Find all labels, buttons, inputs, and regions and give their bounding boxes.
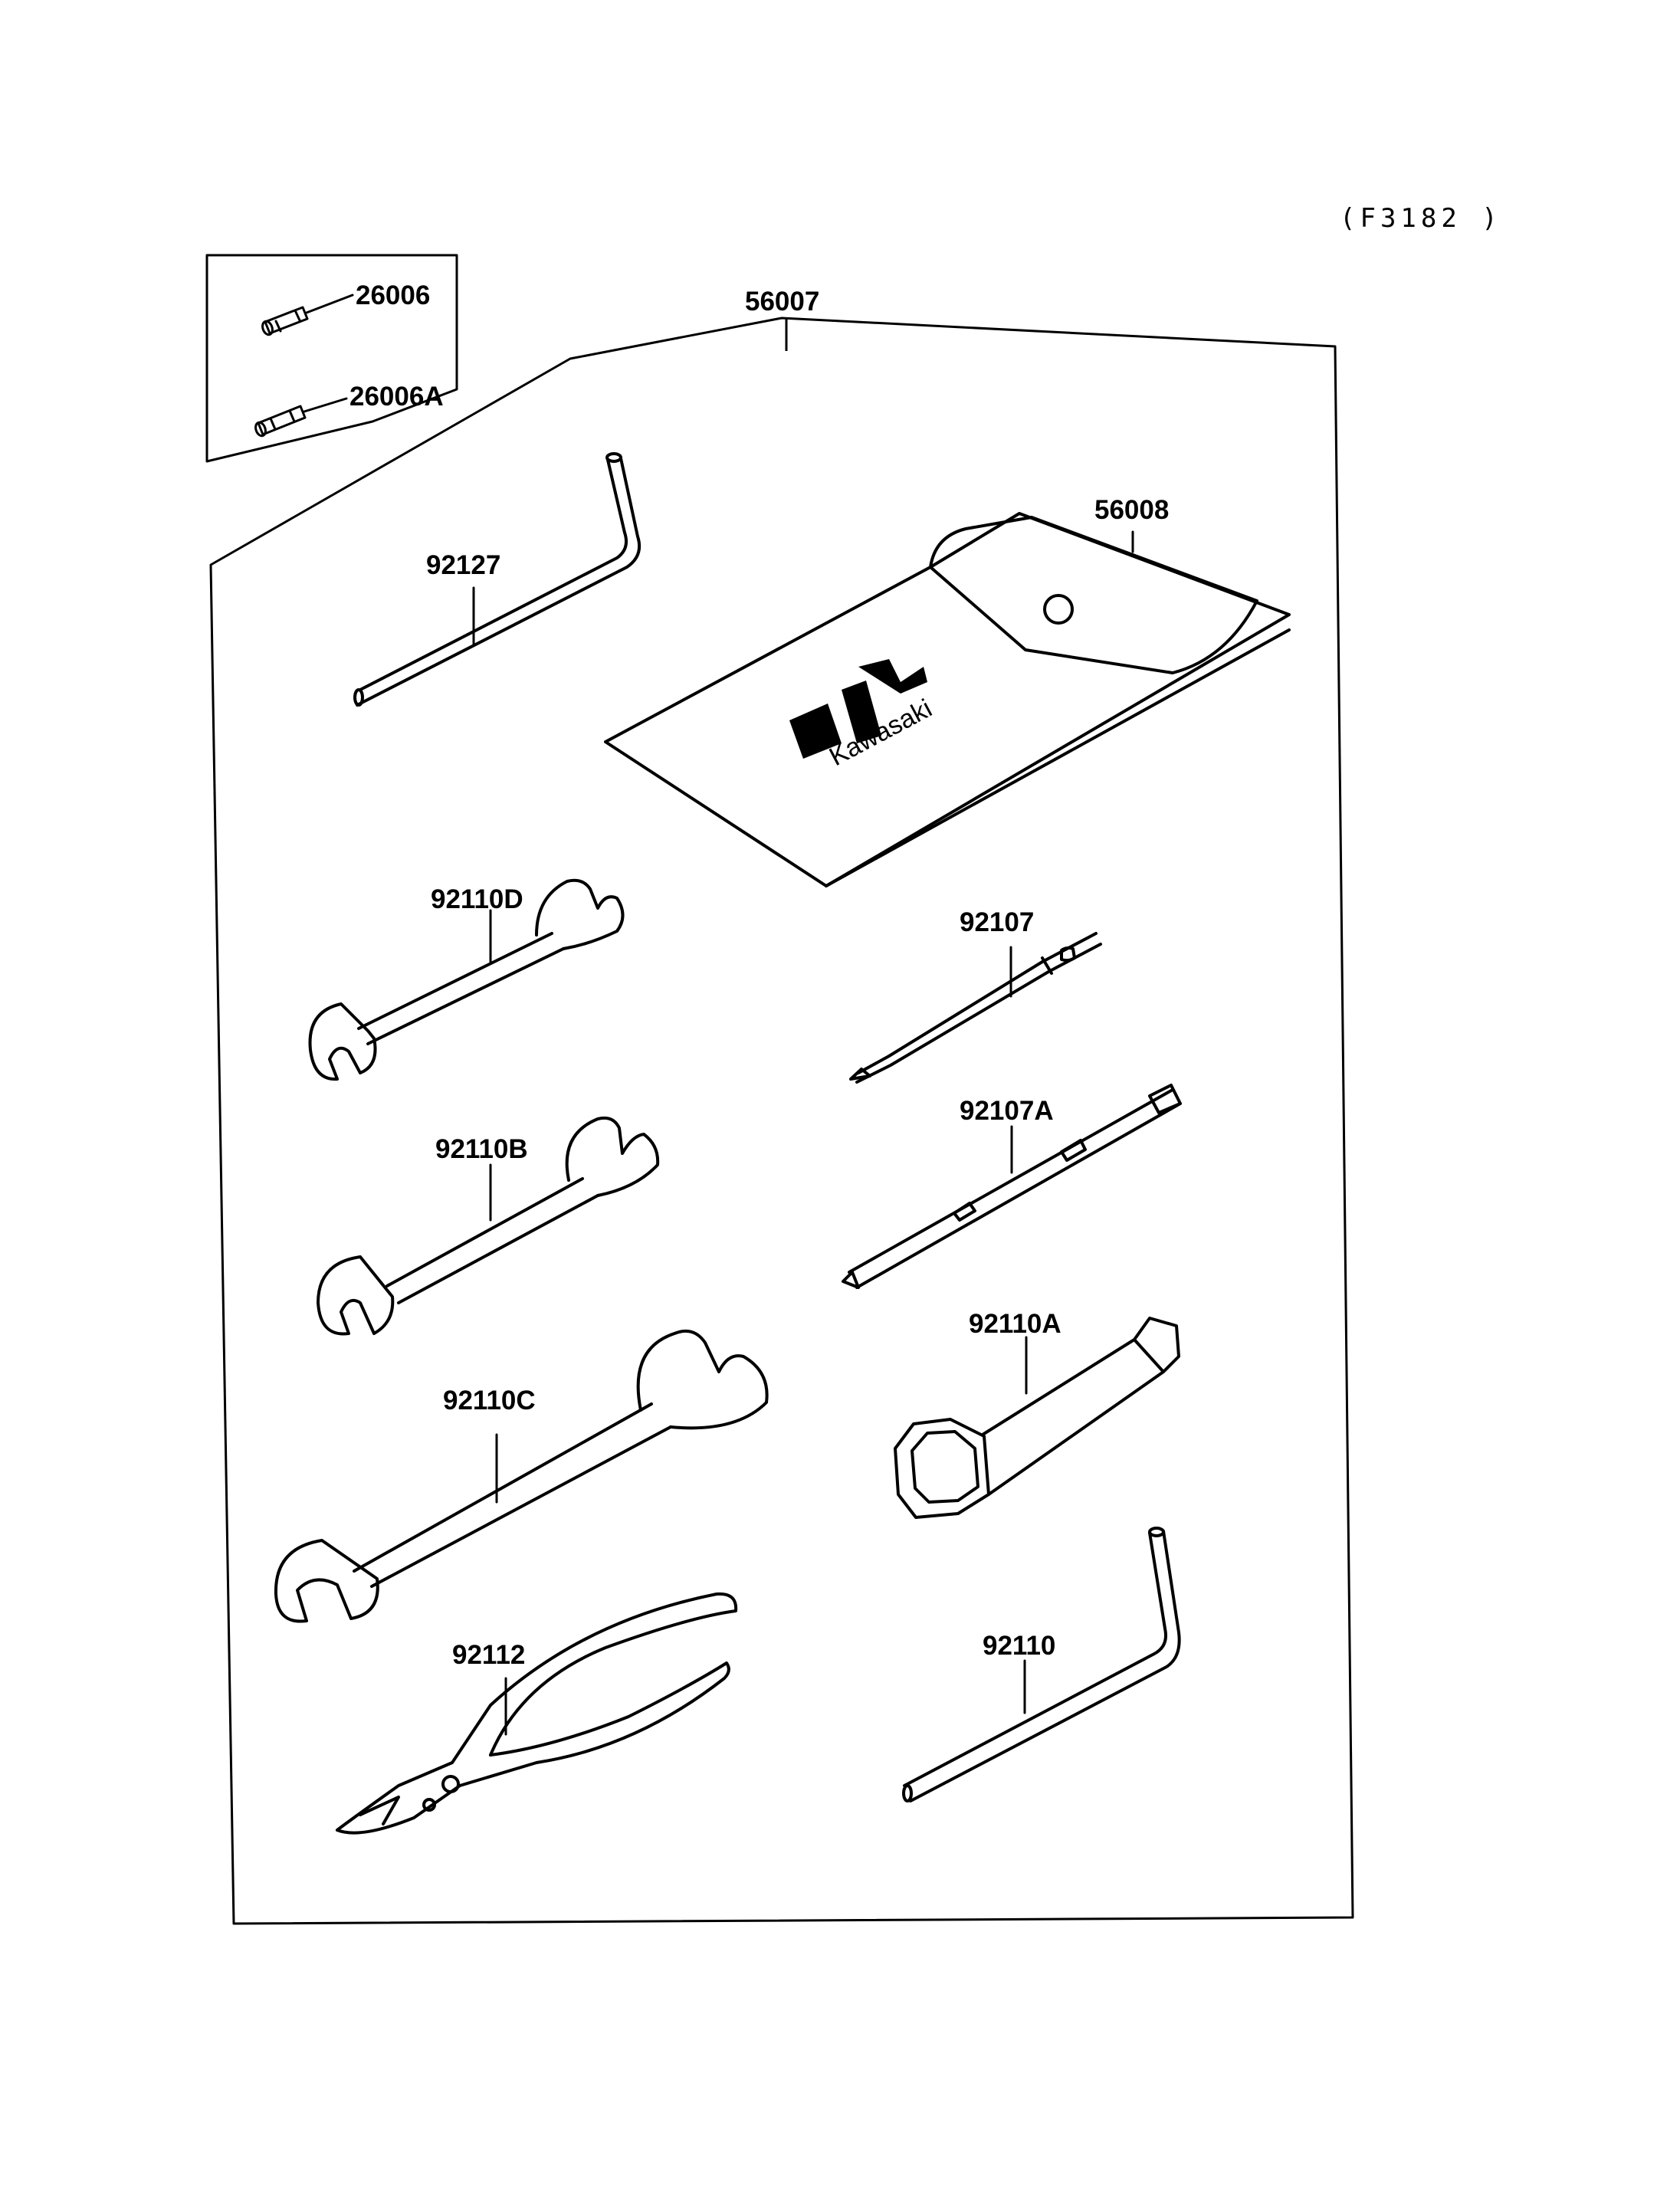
part-label-92107: 92107 (960, 907, 1035, 937)
part-label-56007: 56007 (745, 287, 820, 317)
wrench-92110c-icon (274, 1330, 769, 1623)
screwdriver-92107-icon (849, 932, 1102, 1084)
part-label-92110A: 92110A (969, 1309, 1061, 1339)
pin-26006A-icon (254, 397, 348, 438)
part-label-92110C: 92110C (443, 1386, 536, 1415)
tool-kit-outline (209, 317, 1354, 1925)
pins-inset-box (205, 254, 458, 463)
part-label-26006: 26006 (356, 280, 431, 310)
screwdriver-92107a-icon (842, 1084, 1182, 1289)
hex-key-92127-icon (353, 452, 641, 707)
part-label-26006A: 26006A (349, 382, 444, 412)
wrench-92110b-icon (317, 1116, 660, 1336)
pliers-92112-icon (336, 1592, 738, 1835)
hex-key-92110-icon (902, 1527, 1181, 1802)
wrench-92110d-icon (308, 878, 625, 1081)
part-label-92112: 92112 (452, 1640, 526, 1670)
part-label-56008: 56008 (1094, 495, 1170, 525)
part-label-92107A: 92107A (960, 1096, 1054, 1126)
pin-26006-icon (261, 294, 354, 336)
part-label-92110D: 92110D (431, 884, 523, 914)
kawasaki-logo-icon (789, 659, 927, 759)
part-label-92110: 92110 (983, 1631, 1056, 1661)
part-label-92127: 92127 (426, 550, 501, 580)
box-wrench-92110a-icon (894, 1317, 1180, 1519)
tool-pouch-56008-icon (604, 512, 1291, 887)
part-label-92110B: 92110B (435, 1134, 528, 1164)
figure-code: (F3182 ) (1340, 203, 1502, 234)
